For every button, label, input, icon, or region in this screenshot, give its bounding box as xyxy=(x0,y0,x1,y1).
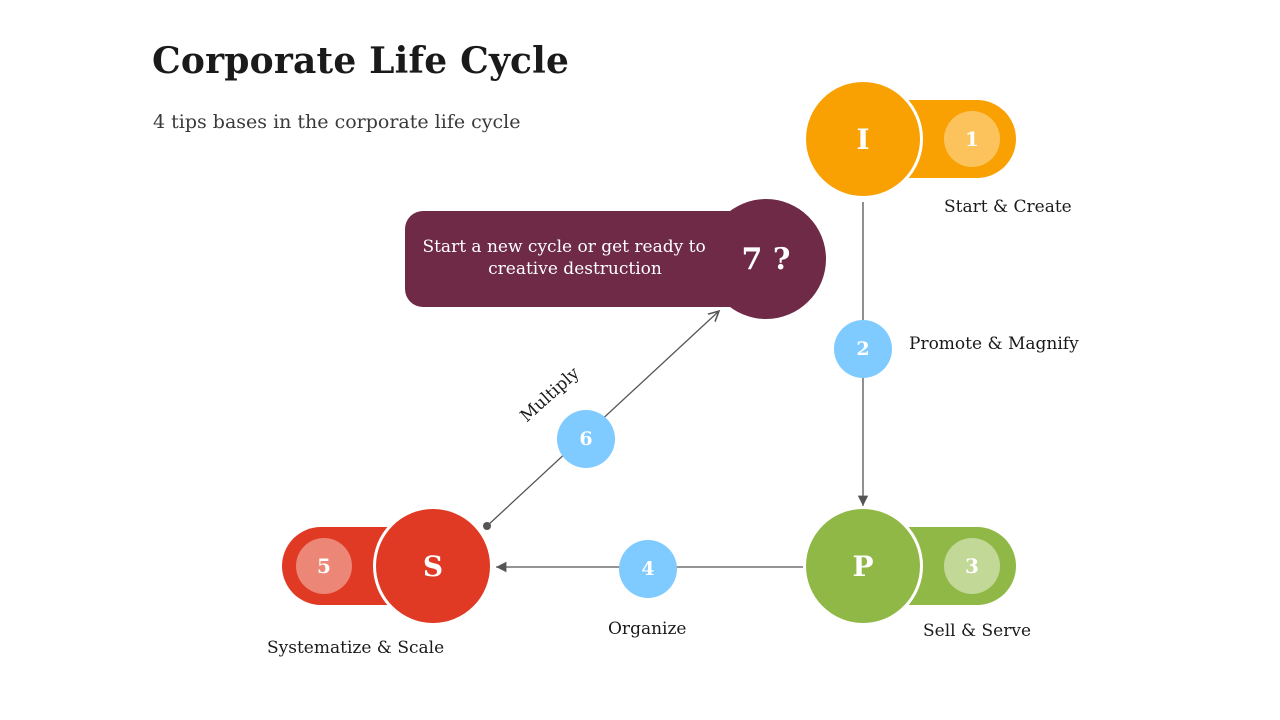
stage-p-label: Sell & Serve xyxy=(923,621,1032,641)
page-title: Corporate Life Cycle xyxy=(152,40,570,82)
final-callout-box xyxy=(405,211,765,307)
stage-s-label: Systematize & Scale xyxy=(267,638,445,658)
stage-p-number: 3 xyxy=(944,538,1000,594)
step-2-circle: 2 xyxy=(834,320,892,378)
stage-i-circle: I xyxy=(803,79,923,199)
stage-i-label: Start & Create xyxy=(944,197,1072,217)
stage-s-number: 5 xyxy=(296,538,352,594)
step-4-label: Organize xyxy=(608,619,687,639)
step-6-circle: 6 xyxy=(557,410,615,468)
step-4-circle: 4 xyxy=(619,540,677,598)
step-2-label: Promote & Magnify xyxy=(909,334,1079,354)
stage-i-number: 1 xyxy=(944,111,1000,167)
page-subtitle: 4 tips bases in the corporate life cycle xyxy=(153,111,521,133)
stage-p-circle: P xyxy=(803,506,923,626)
connector-start-dot xyxy=(483,522,491,530)
final-callout-number: 7 ? xyxy=(706,199,826,319)
stage-s-circle: S xyxy=(373,506,493,626)
final-callout-text: Start a new cycle or get ready to fa cre… xyxy=(422,237,728,279)
